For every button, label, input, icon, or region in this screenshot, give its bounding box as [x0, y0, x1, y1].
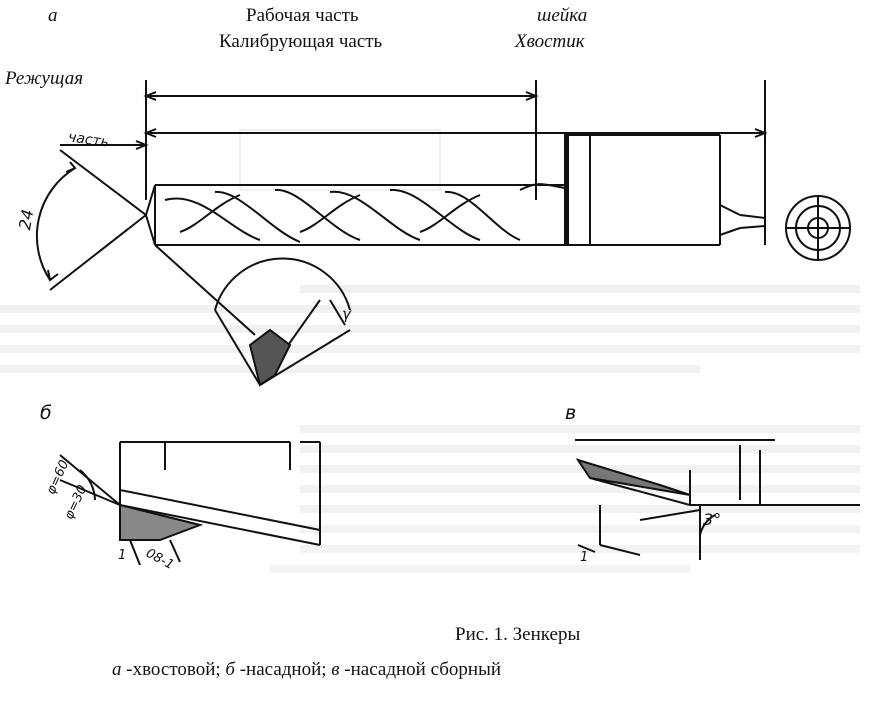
- label-b: б: [40, 402, 52, 424]
- label-working-part: Рабочая часть: [246, 5, 359, 26]
- label-a: а: [48, 5, 58, 26]
- countersink-a-drawing: [35, 80, 851, 387]
- label-angle-24: 24: [15, 207, 38, 232]
- caption-subtitle: а -хвостовой; б -насадной; в -насадной с…: [112, 659, 501, 681]
- caption-letter-b: б: [225, 659, 235, 680]
- label-v: в: [565, 402, 577, 424]
- caption-text-a: -хвостовой;: [121, 659, 226, 680]
- label-mark-1b: 1: [580, 550, 589, 565]
- countersink-b-drawing: [59, 441, 321, 566]
- label-gamma: γ: [342, 305, 351, 323]
- label-neck: шейка: [537, 5, 588, 26]
- label-angle-3: 3°: [703, 510, 722, 529]
- caption-text-b: -насадной;: [234, 659, 332, 680]
- caption-letter-a: а: [112, 659, 122, 680]
- label-mark-1a: 1: [118, 548, 127, 563]
- bleed-through-text: [0, 129, 860, 573]
- caption-letter-v: в: [331, 659, 340, 680]
- countersink-v-drawing: [575, 439, 860, 560]
- caption-text-v: -насадной сборный: [339, 659, 502, 680]
- label-cutting: Режущая: [5, 68, 84, 89]
- label-calibrating-part: Калибрующая часть: [219, 31, 383, 52]
- label-shank: Хвостик: [515, 31, 585, 52]
- caption-title: Рис. 1. Зенкеры: [455, 624, 581, 645]
